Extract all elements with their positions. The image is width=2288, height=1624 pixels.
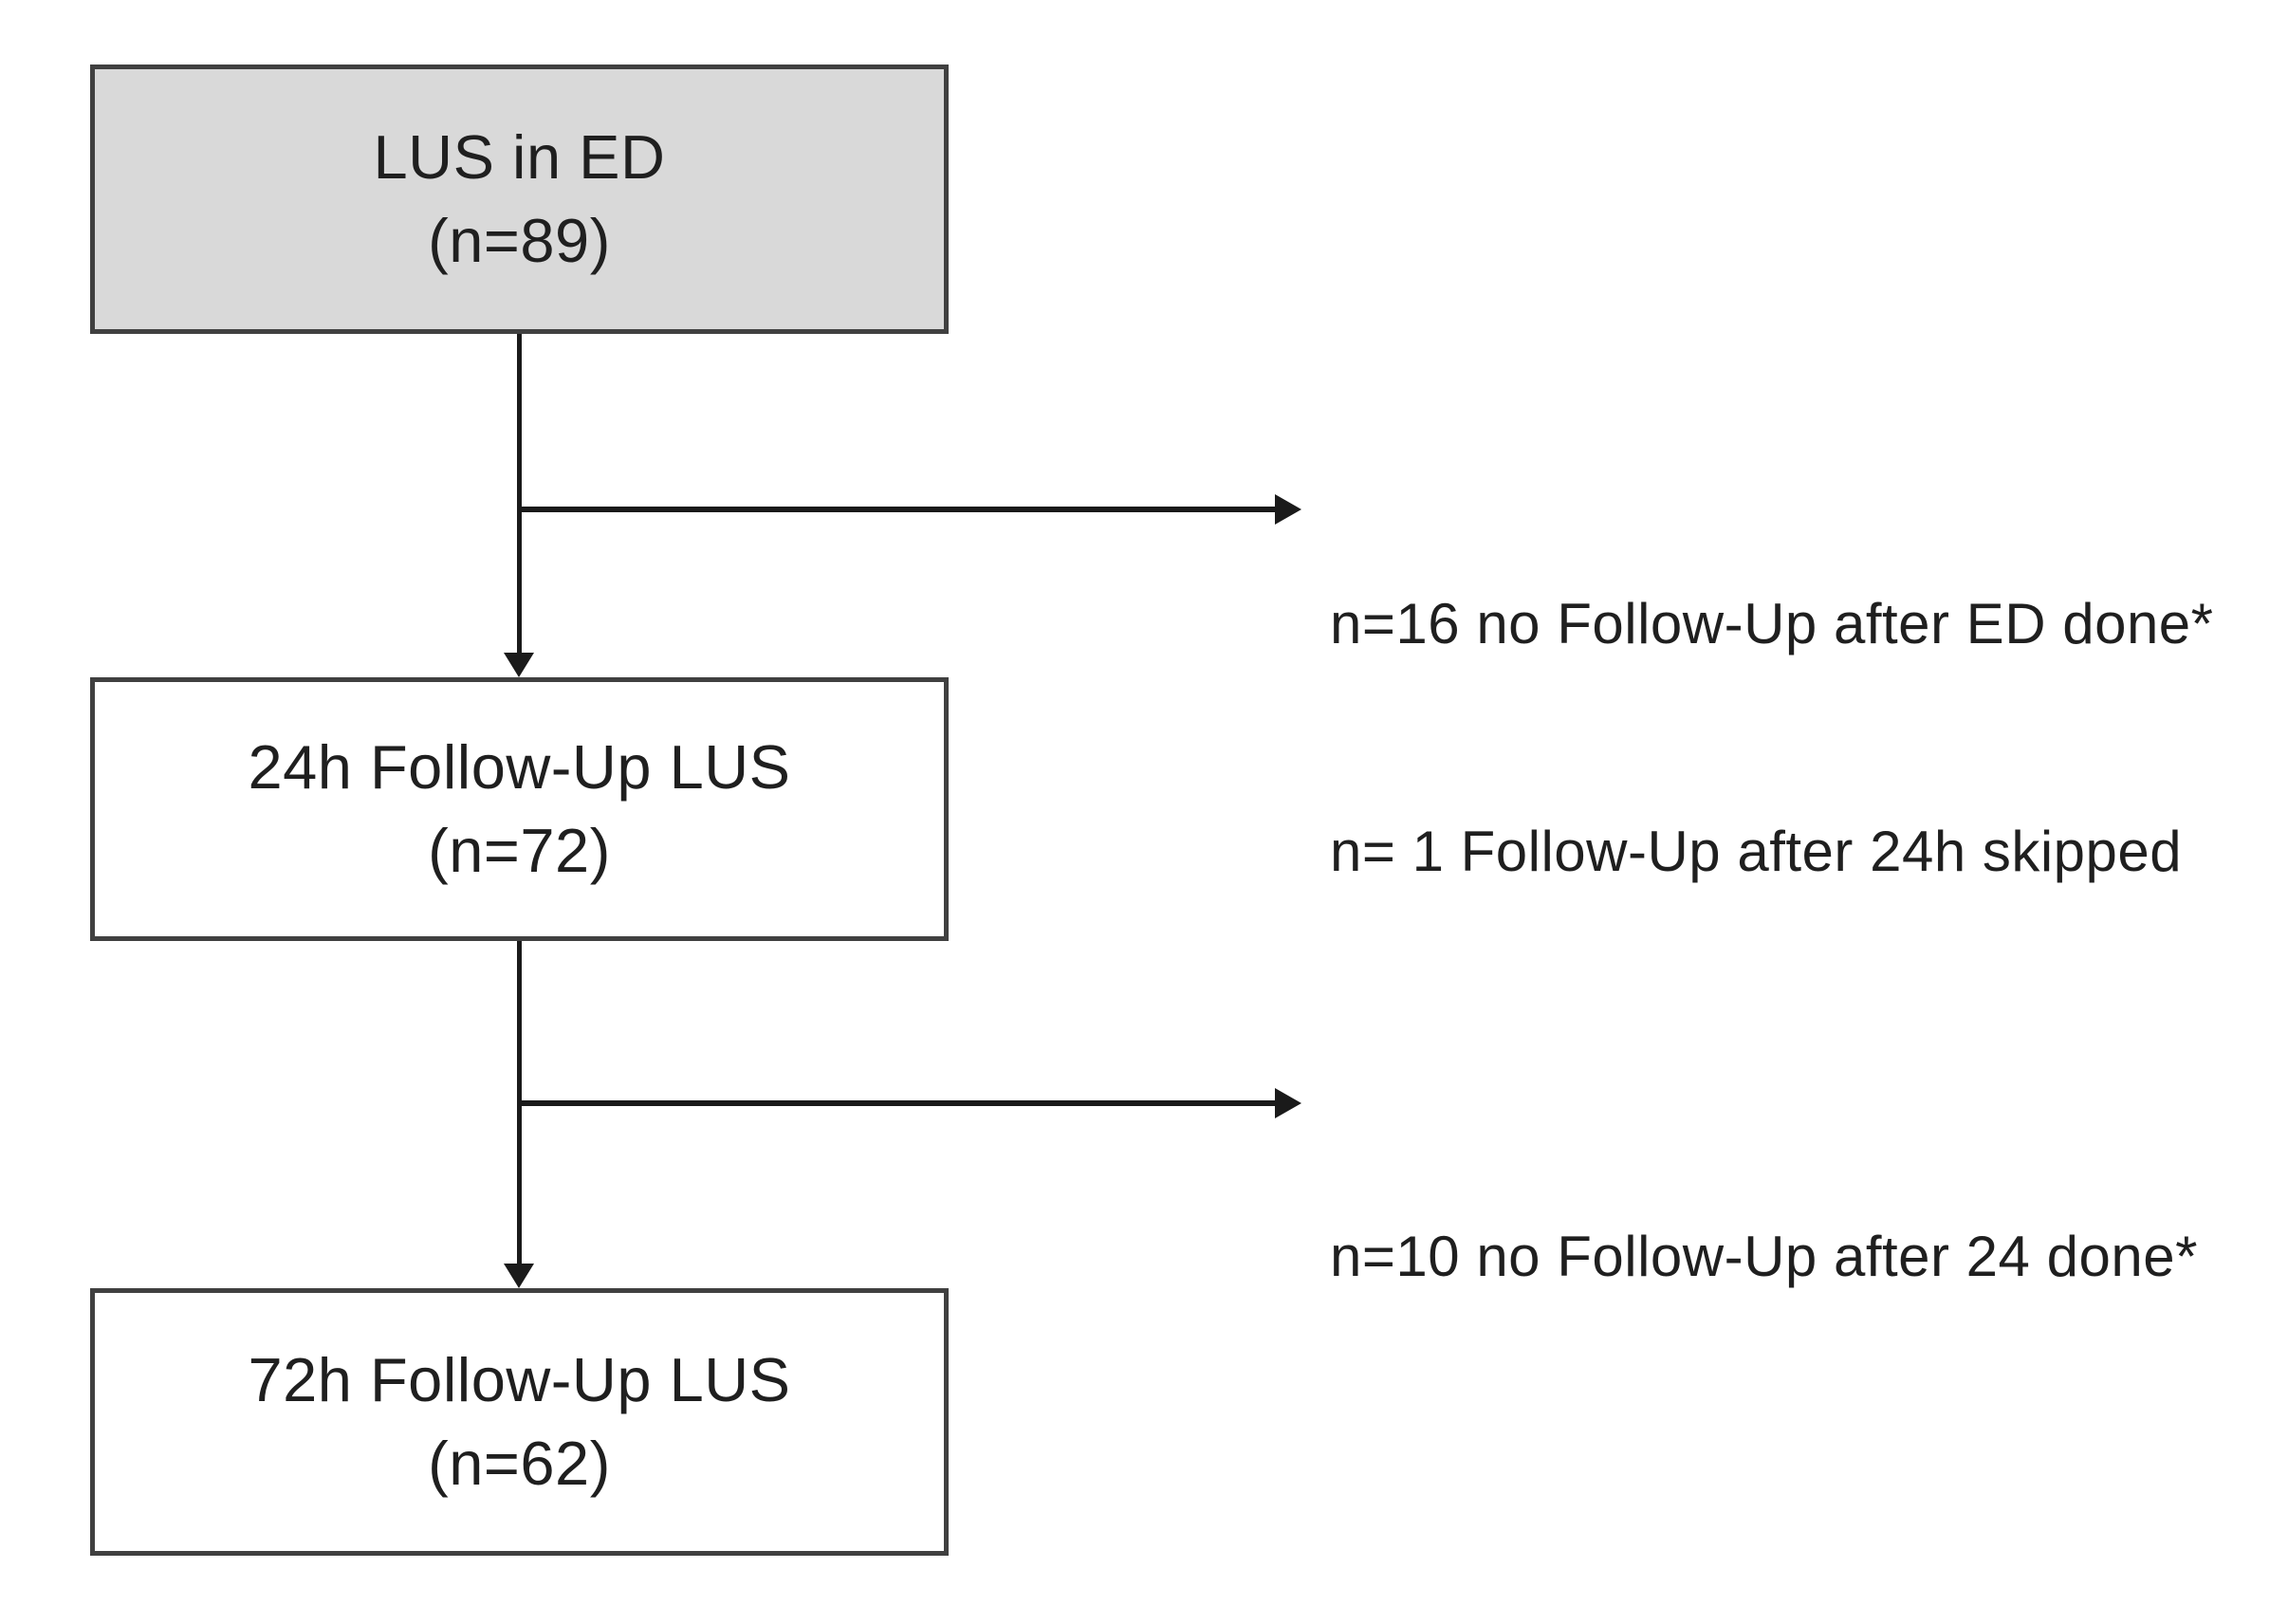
flow-box-72h-followup: 72h Follow-Up LUS (n=62): [90, 1288, 949, 1556]
branch-line-exclusion-2: [517, 1100, 1275, 1106]
flow-box-title: 72h Follow-Up LUS: [248, 1345, 791, 1414]
flow-box-24h-followup: 24h Follow-Up LUS (n=72): [90, 677, 949, 941]
arrowhead-right-icon: [1275, 1088, 1301, 1118]
flow-box-title: 24h Follow-Up LUS: [248, 732, 791, 802]
flow-box-lus-in-ed: LUS in ED (n=89): [90, 65, 949, 334]
exclusion-line: n=16 no Follow-Up after ED done*: [1330, 592, 2214, 655]
exclusion-note-after-24h: n=10 no Follow-Up after 24 done*: [1330, 1067, 2198, 1447]
exclusion-line: n=10 no Follow-Up after 24 done*: [1330, 1225, 2198, 1288]
exclusion-line: n= 1 Follow-Up after 24h skipped: [1330, 820, 2183, 883]
flow-box-count: (n=89): [428, 206, 611, 275]
connector-lus-to-24h: [517, 334, 522, 656]
arrowhead-right-icon: [1275, 494, 1301, 525]
flow-box-title: LUS in ED: [373, 122, 666, 192]
flow-box-count: (n=62): [428, 1429, 611, 1498]
flow-box-count: (n=72): [428, 816, 611, 885]
arrowhead-down-icon: [504, 1264, 534, 1288]
branch-line-exclusion-1: [517, 507, 1275, 512]
exclusion-note-after-ed: n=16 no Follow-Up after ED done* n= 1 Fo…: [1330, 434, 2214, 1042]
arrowhead-down-icon: [504, 653, 534, 677]
